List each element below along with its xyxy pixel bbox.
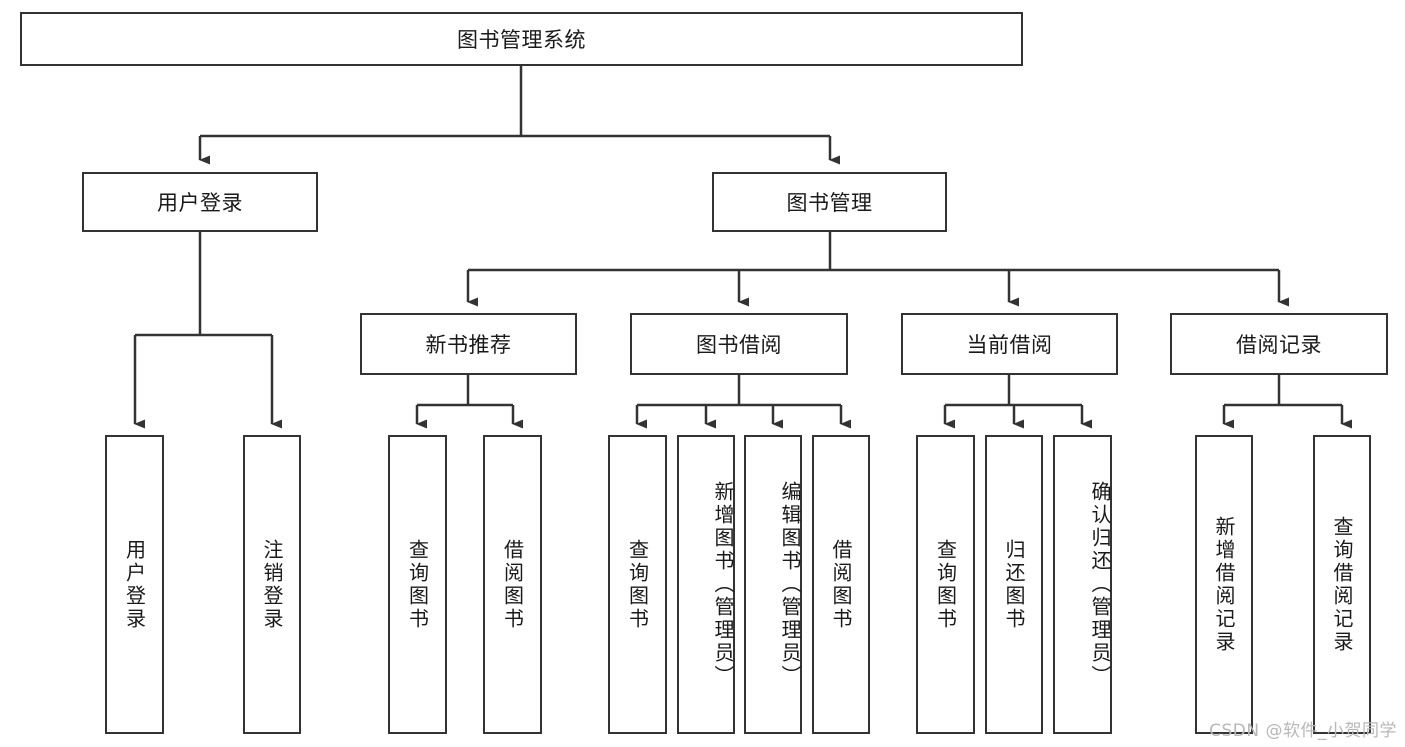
node-current-borrow-label: 当前借阅 <box>966 333 1053 357</box>
node-leaf-return-book-label: 归还图书 <box>1002 538 1026 631</box>
node-leaf-borrow-book-2-label: 借阅图书 <box>829 538 853 631</box>
node-leaf-return-book[interactable]: 归还图书 <box>985 435 1043 734</box>
node-leaf-add-book-admin[interactable]: 新增图书（管理员） <box>677 435 735 734</box>
node-user-login[interactable]: 用户登录 <box>82 172 318 232</box>
node-leaf-borrow-book-1-label: 借阅图书 <box>500 538 525 631</box>
node-new-book-recommend-label: 新书推荐 <box>425 333 512 357</box>
node-leaf-query-book-3[interactable]: 查询图书 <box>916 435 975 734</box>
node-leaf-logout-label: 注销登录 <box>260 538 284 631</box>
node-leaf-query-borrow-record[interactable]: 查询借阅记录 <box>1313 435 1371 734</box>
node-book-management-label: 图书管理 <box>786 191 873 215</box>
node-leaf-user-login[interactable]: 用户登录 <box>105 435 164 734</box>
node-book-management[interactable]: 图书管理 <box>712 172 947 232</box>
node-leaf-confirm-return-admin-label: 确认归还（管理员） <box>1088 481 1112 688</box>
node-leaf-query-borrow-record-label: 查询借阅记录 <box>1330 515 1354 654</box>
node-new-book-recommend[interactable]: 新书推荐 <box>360 313 577 375</box>
node-leaf-borrow-book-1[interactable]: 借阅图书 <box>483 435 542 734</box>
node-book-borrow[interactable]: 图书借阅 <box>630 313 848 375</box>
node-borrow-record-label: 借阅记录 <box>1236 333 1322 357</box>
node-root-label: 图书管理系统 <box>457 28 586 52</box>
node-root[interactable]: 图书管理系统 <box>20 12 1023 66</box>
node-leaf-query-book-2-label: 查询图书 <box>625 538 650 631</box>
node-leaf-confirm-return-admin[interactable]: 确认归还（管理员） <box>1053 435 1112 734</box>
node-leaf-edit-book-admin[interactable]: 编辑图书（管理员） <box>744 435 802 734</box>
node-leaf-query-book-3-label: 查询图书 <box>933 538 958 631</box>
node-leaf-query-book-1-label: 查询图书 <box>405 538 430 631</box>
node-borrow-record[interactable]: 借阅记录 <box>1170 313 1388 375</box>
node-book-borrow-label: 图书借阅 <box>696 333 782 357</box>
node-leaf-query-book-1[interactable]: 查询图书 <box>388 435 447 734</box>
node-leaf-user-login-label: 用户登录 <box>122 538 147 631</box>
node-leaf-add-book-admin-label: 新增图书（管理员） <box>711 481 735 688</box>
node-leaf-edit-book-admin-label: 编辑图书（管理员） <box>778 481 802 688</box>
node-leaf-borrow-book-2[interactable]: 借阅图书 <box>812 435 870 734</box>
node-user-login-label: 用户登录 <box>157 191 243 215</box>
node-leaf-logout[interactable]: 注销登录 <box>243 435 301 734</box>
node-leaf-add-borrow-record-label: 新增借阅记录 <box>1212 515 1236 654</box>
node-leaf-add-borrow-record[interactable]: 新增借阅记录 <box>1195 435 1253 734</box>
node-current-borrow[interactable]: 当前借阅 <box>901 313 1118 375</box>
node-leaf-query-book-2[interactable]: 查询图书 <box>608 435 667 734</box>
watermark: CSDN @软件_小贺同学 <box>1209 721 1397 741</box>
